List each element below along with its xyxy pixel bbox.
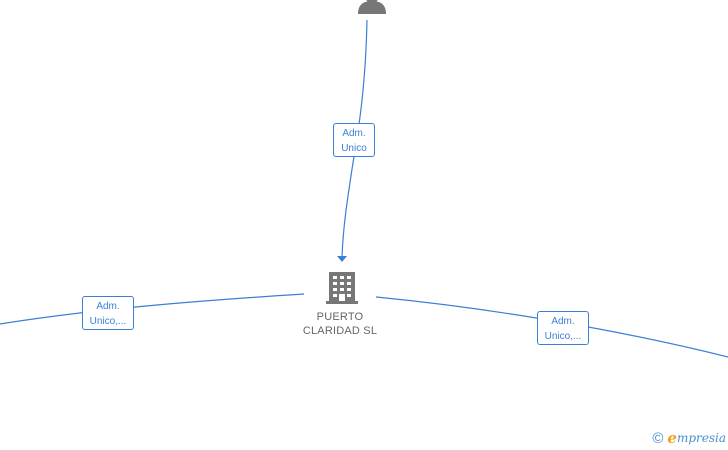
building-icon[interactable] [326, 272, 358, 304]
company-name-line1: PUERTO [316, 311, 364, 323]
edge-label-left[interactable]: Adm. Unico,... [82, 296, 134, 330]
company-name-line2: CLARIDAD SL [302, 325, 378, 337]
edge-label-line2: Unico [341, 143, 367, 154]
copyright-icon: © [652, 429, 664, 447]
edge-label-line2: Unico,... [544, 331, 582, 342]
arrowhead-icon [337, 256, 347, 262]
edge-label-right[interactable]: Adm. Unico,... [537, 311, 589, 345]
brand-name: mpresia [676, 431, 726, 445]
edge-label-line1: Adm. [96, 301, 120, 312]
footer-watermark: © e mpresia [652, 429, 726, 447]
edge-label-top[interactable]: Adm. Unico [333, 123, 375, 157]
person-icon[interactable] [358, 0, 386, 14]
edge-left-line [0, 293, 305, 325]
brand-initial: e [667, 429, 677, 447]
edge-label-line1: Adm. [342, 128, 366, 139]
company-node-label[interactable]: PUERTO CLARIDAD SL [292, 310, 388, 338]
edge-label-line2: Unico,... [89, 316, 127, 327]
edge-label-line1: Adm. [551, 316, 575, 327]
